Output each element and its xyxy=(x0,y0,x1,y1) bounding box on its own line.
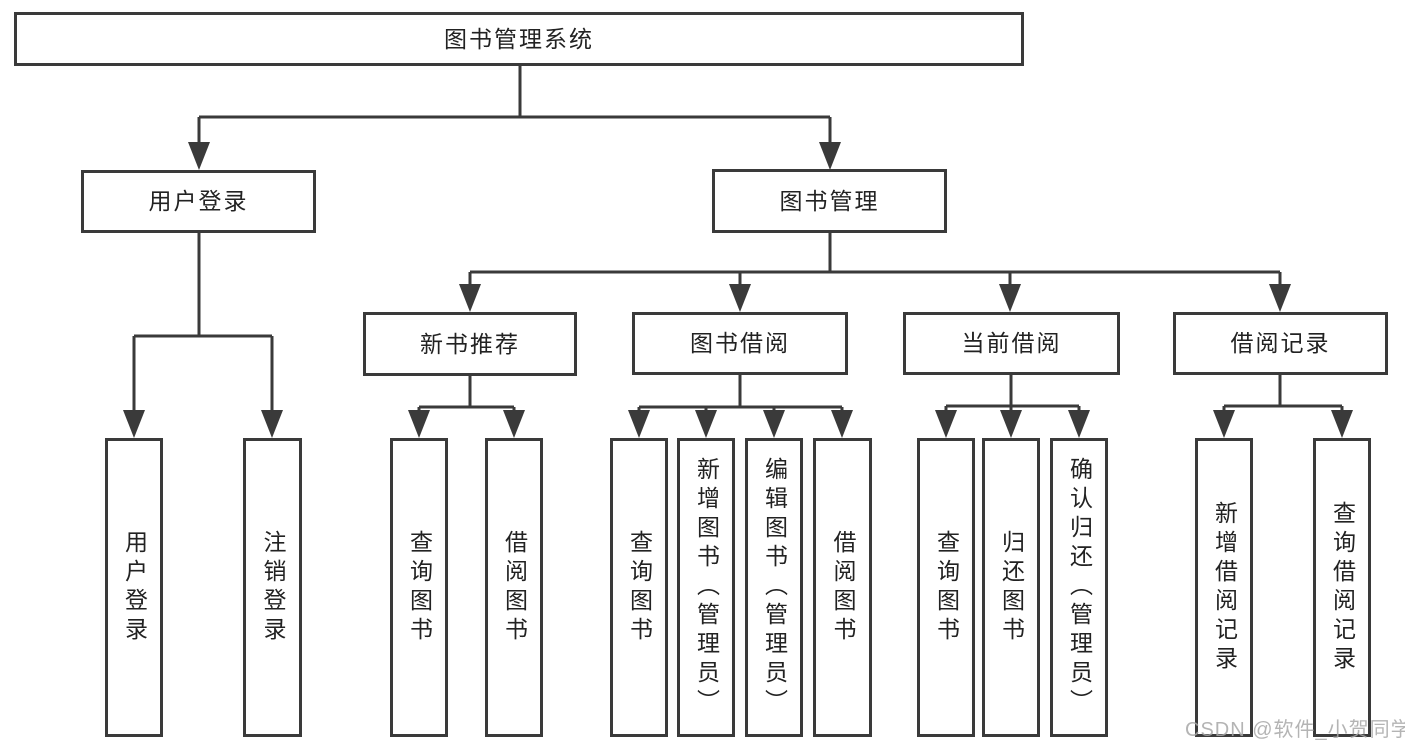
node-borrow-add-books-admin: 新增图书（管理员） xyxy=(677,438,735,737)
node-book-management: 图书管理 xyxy=(712,169,947,233)
node-new-book-recommendation: 新书推荐 xyxy=(363,312,577,376)
node-borrowing-records: 借阅记录 xyxy=(1173,312,1388,375)
node-user-login: 用户登录 xyxy=(81,170,316,233)
node-borrow-borrow-books: 借阅图书 xyxy=(813,438,872,737)
node-recommend-query-books: 查询图书 xyxy=(390,438,448,737)
node-borrow-query-books: 查询图书 xyxy=(610,438,668,737)
watermark-text: CSDN @软件_小贺同学 xyxy=(1185,719,1405,741)
node-current-borrowing: 当前借阅 xyxy=(903,312,1120,375)
node-records-query-record: 查询借阅记录 xyxy=(1313,438,1371,737)
node-book-borrowing: 图书借阅 xyxy=(632,312,848,375)
node-library-management-system: 图书管理系统 xyxy=(14,12,1024,66)
node-logout-action: 注销登录 xyxy=(243,438,302,737)
node-recommend-borrow-books: 借阅图书 xyxy=(485,438,543,737)
node-current-confirm-return-admin: 确认归还（管理员） xyxy=(1050,438,1108,737)
node-borrow-edit-books-admin: 编辑图书（管理员） xyxy=(745,438,803,737)
node-current-return-books: 归还图书 xyxy=(982,438,1040,737)
node-records-add-record: 新增借阅记录 xyxy=(1195,438,1253,737)
node-current-query-books: 查询图书 xyxy=(917,438,975,737)
node-user-login-action: 用户登录 xyxy=(105,438,163,737)
